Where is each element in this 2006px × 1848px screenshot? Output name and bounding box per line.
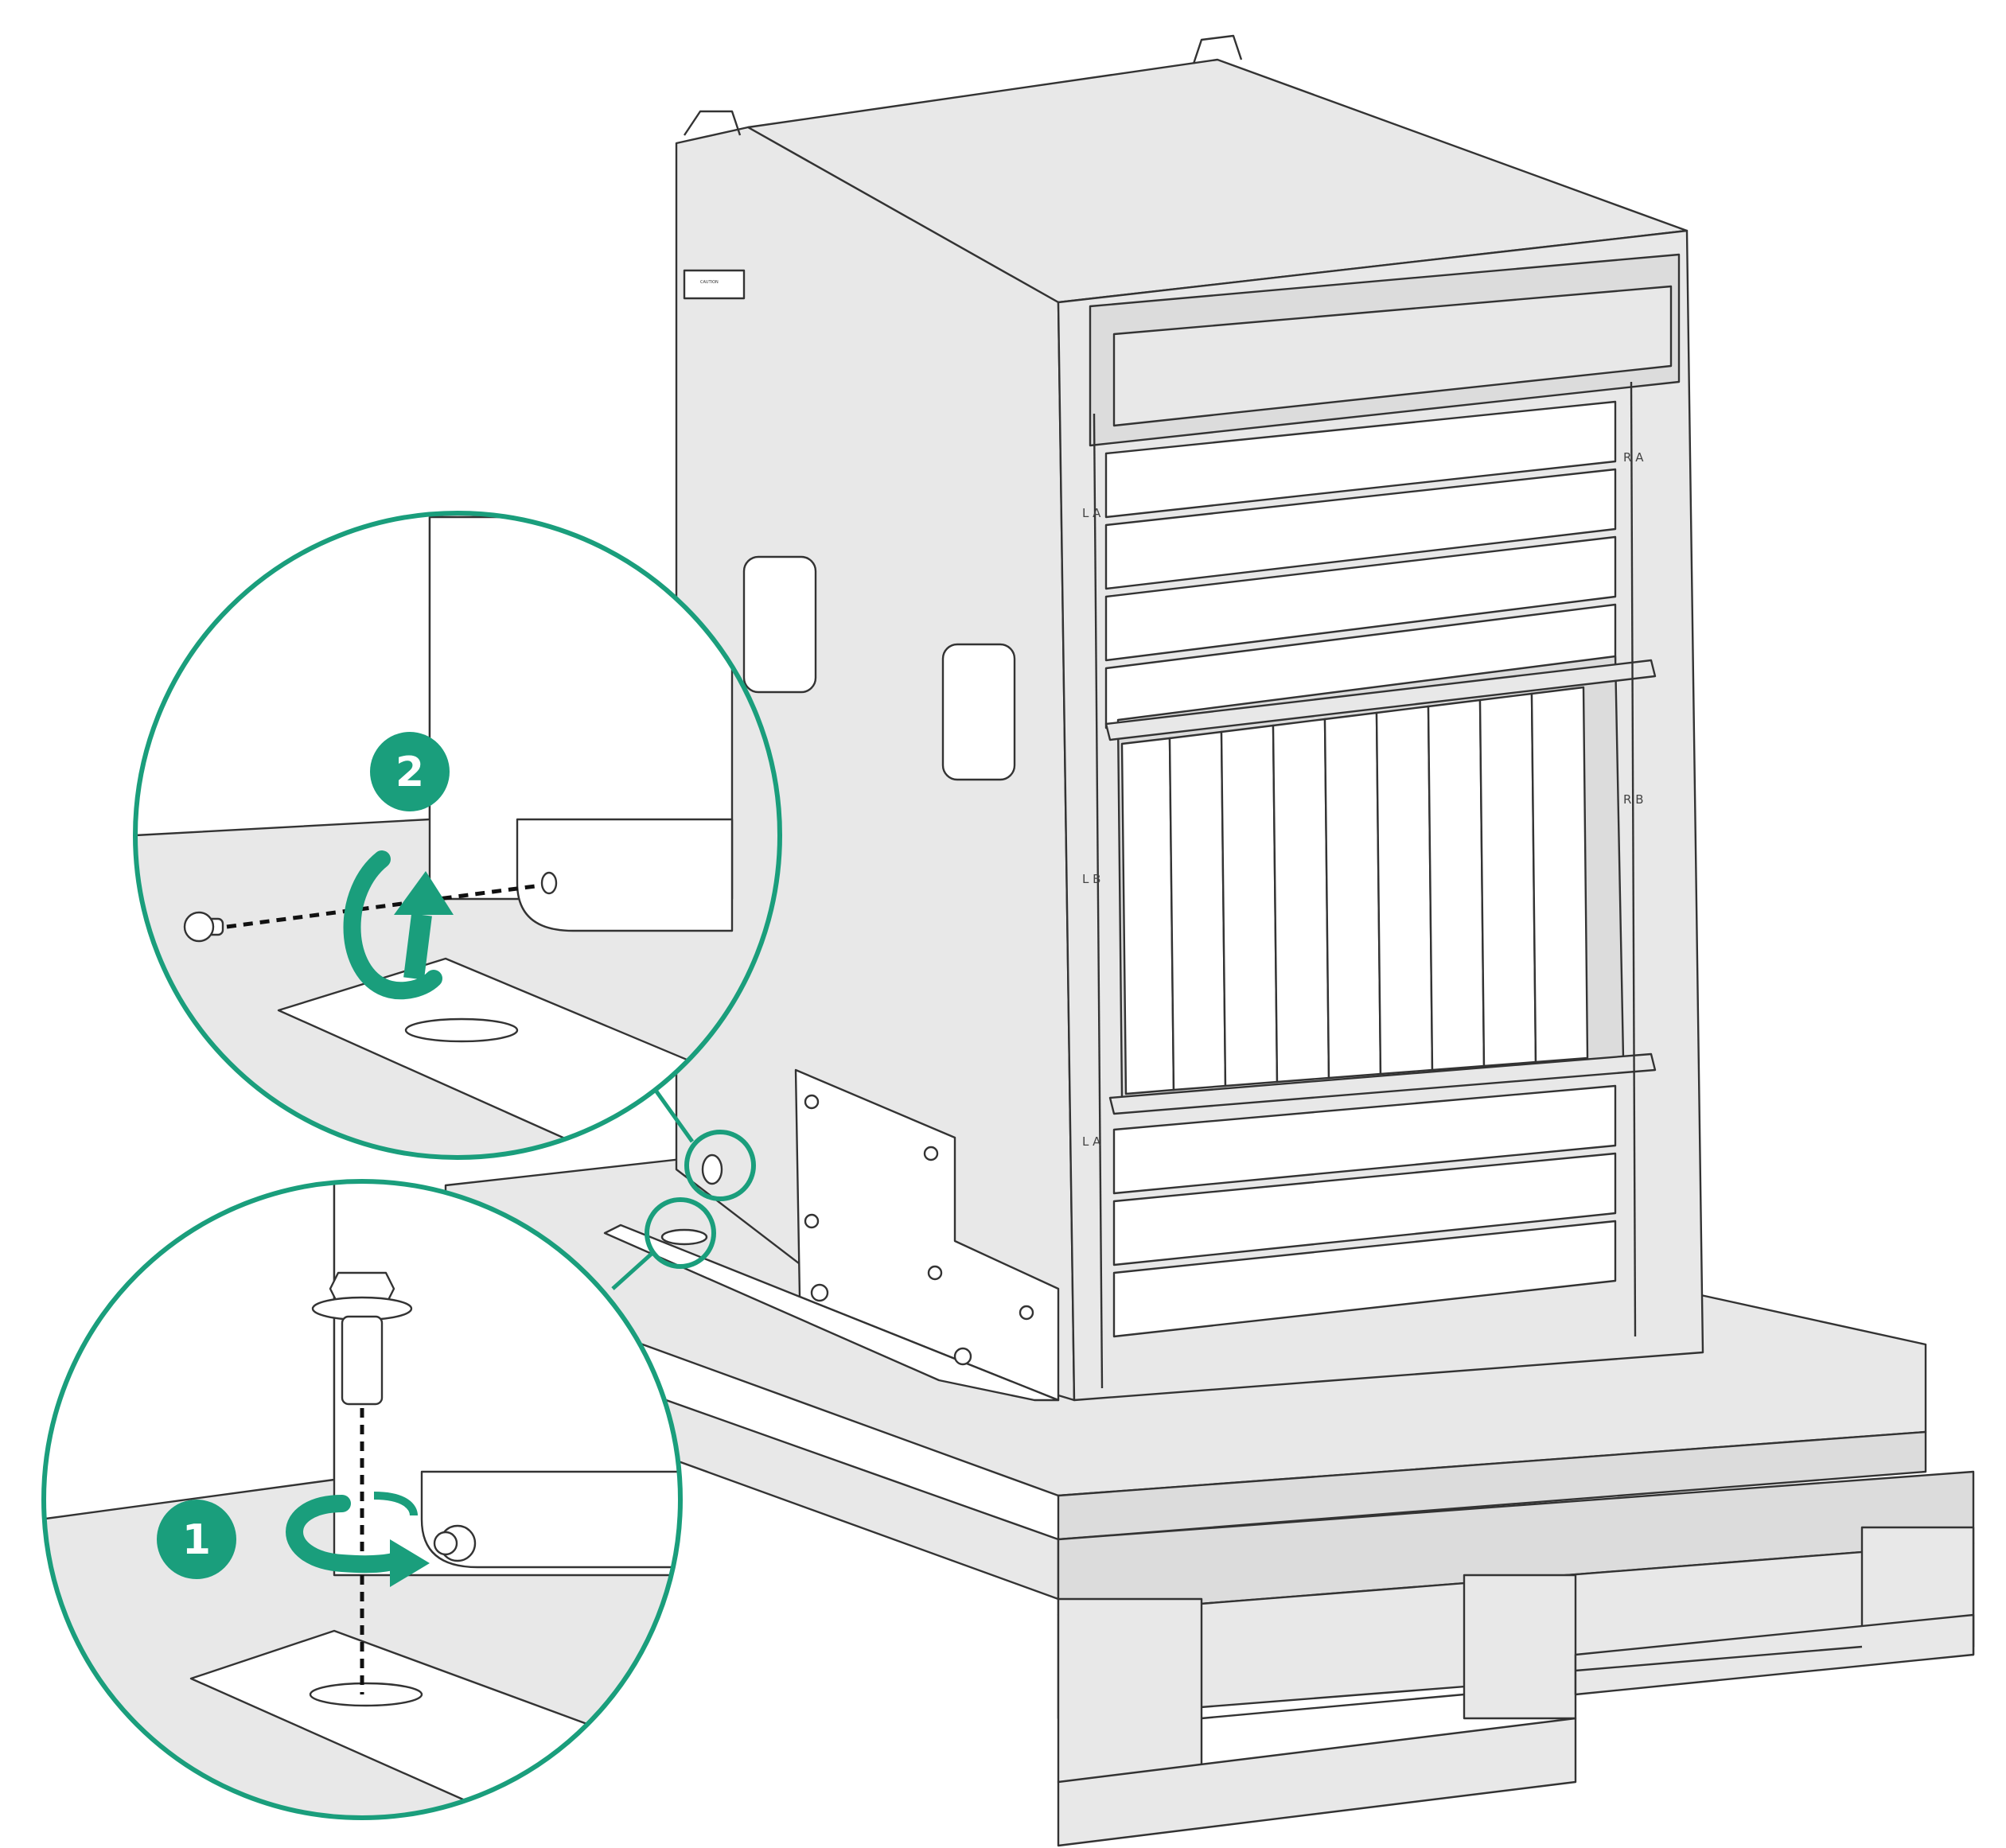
side-handle-1 [742,555,817,694]
slot-label-right-mid: R B [1623,792,1643,807]
callout-1-bolt-icon [311,1271,413,1406]
top-handle-left [684,110,742,136]
callout-1-base-slot [309,1682,423,1707]
bracket-screw [804,1213,820,1229]
callout-1-bracket-upright [420,1470,680,1569]
pallet-bottom-board [1057,1717,1577,1847]
step-2-badge: 2 [370,732,450,811]
lower-card-slots [1112,1084,1617,1338]
callout-2-dashed-path [226,883,542,929]
chassis: CAUTION [675,34,1704,1402]
zoom-target-base-slot [645,1197,716,1269]
rotate-counterclockwise-arrow-icon [343,850,454,1000]
pallet-block-1 [1057,1597,1203,1784]
pallet-top-edge [1057,1430,1927,1541]
bracket-screw [927,1265,943,1281]
bracket-bolt [810,1283,829,1302]
callout-1-ring [41,1179,683,1820]
bracket-screw [923,1146,939,1161]
fan-tray-grill [1112,285,1673,427]
step-2-number: 2 [395,749,424,796]
callout-2-hole [540,871,558,895]
slot-label-right-top: R A [1623,450,1644,465]
mounting-bracket [603,1068,1060,1402]
callout-2-ring [133,511,782,1160]
step-1-badge: 1 [157,1500,236,1579]
bracket-base-plate [603,1224,1060,1402]
bracket-screw [1019,1305,1034,1321]
slot-label-left-top: L A [1082,506,1101,520]
caution-label [683,269,746,300]
upper-card-slots [1104,400,1617,729]
caution-label-text: CAUTION [700,280,719,285]
callout-step-1: 1 [41,1179,683,1820]
callout-1-side-screw-icon [433,1524,477,1562]
callout-2-screw-icon [183,911,224,943]
side-handle-2 [941,643,1016,781]
slot-label-left-mid: L B [1082,872,1100,886]
upper-shelf [1104,659,1657,741]
zoom-target-side-hole [684,1130,756,1201]
top-handle-right [1192,34,1243,64]
slot-label-left-bottom: L A [1082,1134,1101,1149]
pallet-block-2 [1463,1574,1577,1720]
callout-2-base-slot [404,1017,519,1043]
bracket-bolt [953,1347,972,1366]
callout-step-2: 2 [133,511,782,1160]
bracket-screw [804,1094,820,1110]
step-1-number: 1 [182,1516,211,1564]
callout-connector-top [650,1084,695,1143]
vertical-cards [1120,686,1589,1095]
lower-shelf [1108,1052,1657,1115]
callout-connector-bottom [611,1251,654,1290]
rotate-clockwise-arrow-icon [286,1492,430,1587]
